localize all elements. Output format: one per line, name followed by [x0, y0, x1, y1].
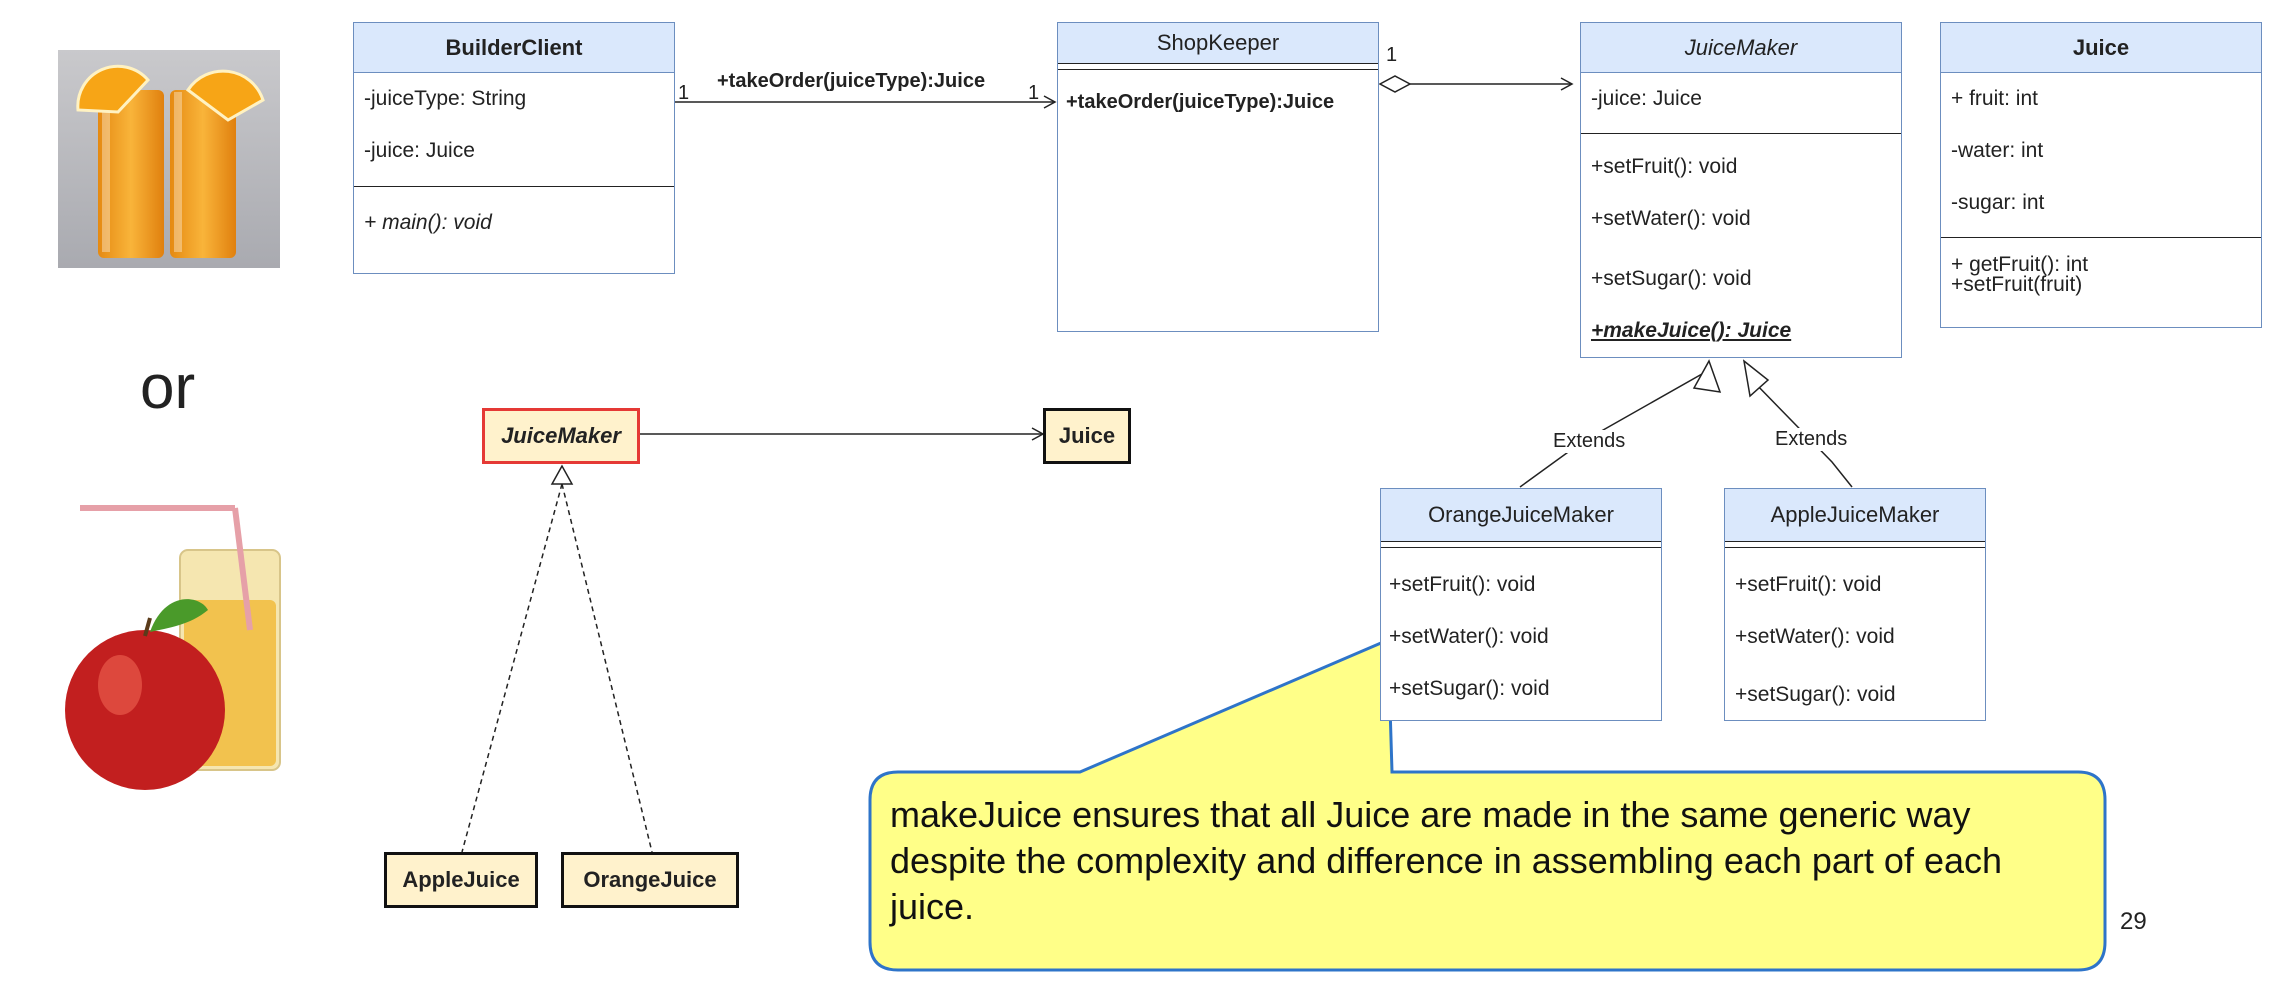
- method: +setWater(): void: [1591, 207, 1751, 230]
- generalization-apple: [1751, 379, 1853, 488]
- callout-body: ensures that all Juice are made in the s…: [890, 794, 2003, 927]
- generalization-triangle-left: [1692, 359, 1722, 393]
- divider: [1058, 63, 1378, 64]
- divider: [1581, 133, 1901, 134]
- method: +setFruit(): void: [1735, 573, 1882, 596]
- class-name: JuiceMaker: [1581, 23, 1901, 73]
- mini-realization-apple: [461, 483, 563, 853]
- apple-juice-image: [65, 505, 281, 790]
- method: +setWater(): void: [1389, 625, 1549, 648]
- class-juicemaker[interactable]: JuiceMaker -juice: Juice +setFruit(): vo…: [1580, 22, 1902, 358]
- attribute: -juice: Juice: [1591, 87, 1702, 110]
- method: + getFruit(): int: [1951, 253, 2089, 276]
- divider: [1058, 69, 1378, 70]
- method: +setFruit(): void: [1591, 155, 1738, 178]
- callout-shape: [868, 637, 2107, 972]
- multiplicity-left: 1: [678, 82, 690, 104]
- mini-juicemaker[interactable]: JuiceMaker: [482, 408, 640, 464]
- method: +setWater(): void: [1735, 625, 1895, 648]
- generalization-triangle-right: [1742, 359, 1770, 398]
- page-number: 29: [2120, 908, 2147, 935]
- divider: [1381, 547, 1661, 548]
- attribute: -juice: Juice: [364, 139, 475, 162]
- mini-realization-triangle: [550, 464, 574, 485]
- orange-juice-glasses-image: [58, 50, 280, 268]
- class-name: AppleJuiceMaker: [1725, 489, 1985, 541]
- generalization-orange: [1519, 369, 1710, 488]
- mini-orangejuice[interactable]: OrangeJuice: [561, 852, 739, 908]
- extends-label-apple: Extends: [1775, 428, 1848, 451]
- class-name: OrangeJuiceMaker: [1381, 489, 1661, 541]
- class-applejuicemaker[interactable]: AppleJuiceMaker +setFruit(): void +setWa…: [1724, 488, 1986, 721]
- method: +setSugar(): void: [1591, 267, 1752, 290]
- divider: [1725, 547, 1985, 548]
- attribute: -juiceType: String: [364, 87, 527, 110]
- multiplicity-aggregation: 1: [1386, 44, 1398, 66]
- attribute: -sugar: int: [1951, 191, 2045, 214]
- method: +setFruit(fruit): [1951, 273, 2083, 296]
- method: +setSugar(): void: [1735, 683, 1896, 706]
- class-shopkeeper[interactable]: ShopKeeper +takeOrder(juiceType):Juice: [1057, 22, 1379, 332]
- callout-text: makeJuice ensures that all Juice are mad…: [890, 792, 2090, 930]
- divider: [1381, 541, 1661, 542]
- method-abstract: +makeJuice(): Juice: [1591, 319, 1792, 342]
- divider: [1941, 237, 2261, 238]
- attribute: + fruit: int: [1951, 87, 2038, 110]
- mini-applejuice[interactable]: AppleJuice: [384, 852, 538, 908]
- class-name: ShopKeeper: [1058, 23, 1378, 63]
- method: + main(): void: [364, 211, 492, 234]
- attribute: -water: int: [1951, 139, 2044, 162]
- or-label: or: [140, 353, 196, 422]
- method: +setSugar(): void: [1389, 677, 1550, 700]
- extends-label-orange: Extends: [1553, 430, 1626, 453]
- method: +takeOrder(juiceType):Juice: [1066, 91, 1335, 113]
- class-orangejuicemaker[interactable]: OrangeJuiceMaker +setFruit(): void +setW…: [1380, 488, 1662, 721]
- mini-realization-orange: [561, 483, 653, 853]
- class-name: Juice: [1941, 23, 2261, 73]
- mini-juice[interactable]: Juice: [1043, 408, 1131, 464]
- method: +setFruit(): void: [1389, 573, 1536, 596]
- divider: [354, 186, 674, 187]
- multiplicity-right: 1: [1028, 82, 1040, 104]
- class-builderclient[interactable]: BuilderClient -juiceType: String -juice:…: [353, 22, 675, 274]
- callout-highlight: makeJuice: [890, 794, 1063, 835]
- class-juice[interactable]: Juice + fruit: int -water: int -sugar: i…: [1940, 22, 2262, 328]
- assoc-label: +takeOrder(juiceType):Juice: [717, 70, 986, 92]
- divider: [1725, 541, 1985, 542]
- aggregation-diamond: [1378, 75, 1412, 93]
- class-name: BuilderClient: [354, 23, 674, 73]
